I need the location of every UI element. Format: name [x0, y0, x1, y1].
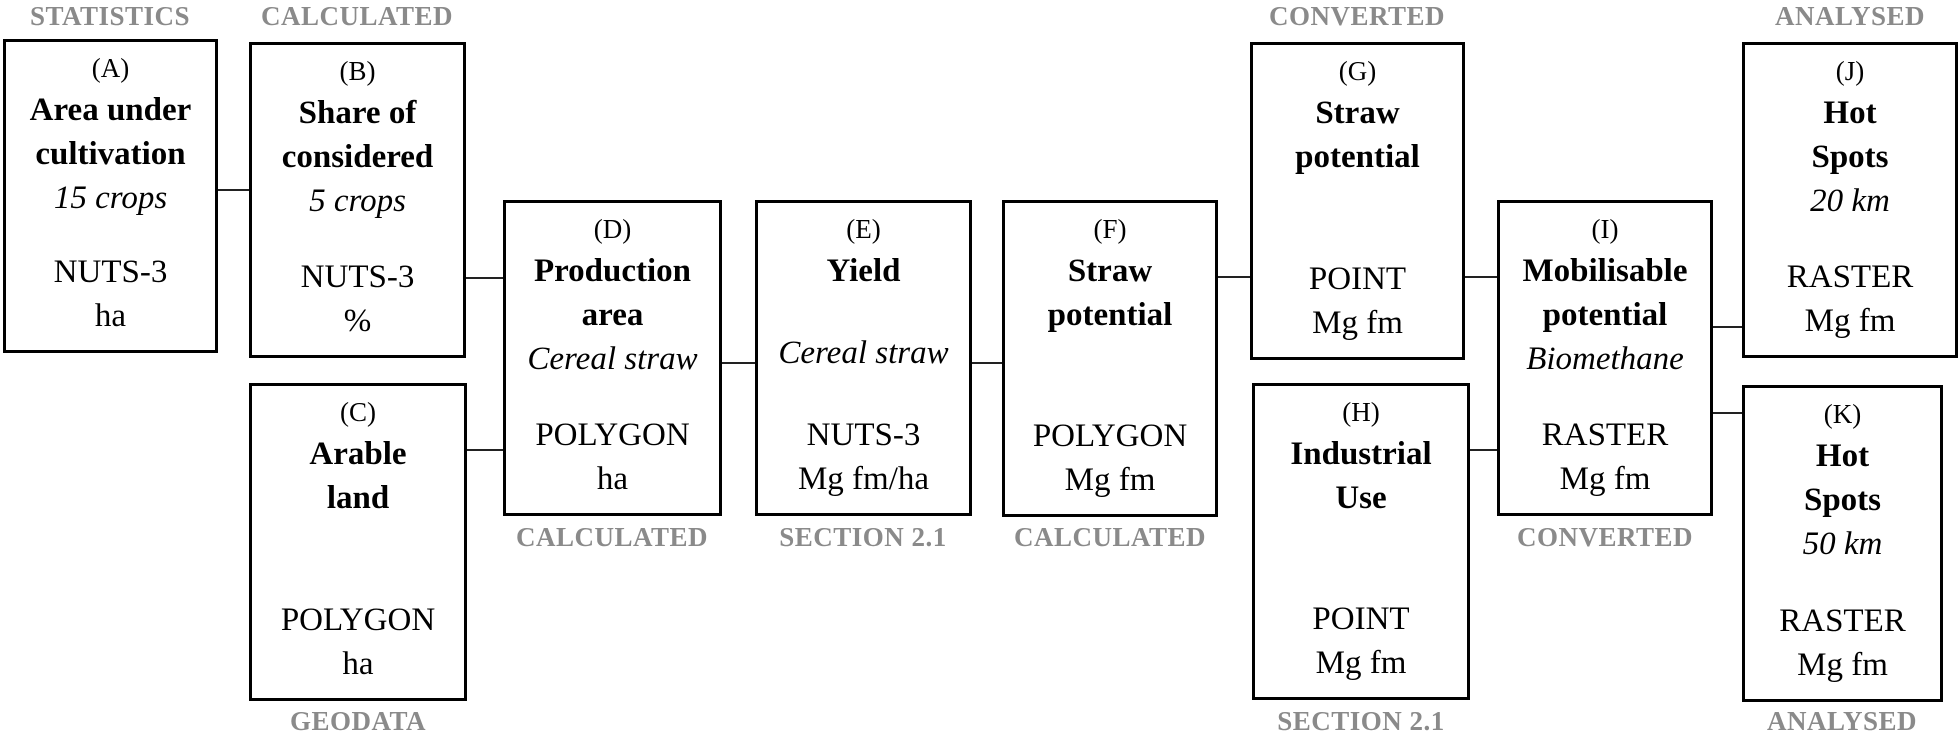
stage-label-statistics: STATISTICS — [29, 1, 191, 31]
node-c-unit: ha — [342, 646, 374, 682]
stage-label-calculated-f: CALCULATED — [1013, 522, 1207, 552]
node-b-unit: % — [343, 303, 372, 339]
node-d-unit: ha — [596, 461, 629, 497]
node-j-hot-spots-20km: (J) Hot Spots 20 km RASTER Mg fm — [1742, 42, 1958, 358]
connector-d-e — [722, 362, 755, 364]
node-a-unit: ha — [94, 298, 127, 334]
node-j-unit: Mg fm — [1804, 303, 1896, 339]
node-j-format: RASTER — [1786, 259, 1914, 295]
node-b-format: NUTS-3 — [300, 259, 415, 295]
connector-b-d — [466, 277, 503, 279]
node-i-mobilisable-potential: (I) Mobilisable potential Biomethane RAS… — [1497, 200, 1713, 516]
stage-label-analysed-k: ANALYSED — [1766, 706, 1918, 736]
stage-label-calculated-top: CALCULATED — [260, 1, 454, 31]
node-h-industrial-use: (H) Industrial Use POINT Mg fm — [1252, 383, 1470, 700]
node-a-area-under-cultivation: (A) Area under cultivation 15 crops NUTS… — [3, 39, 218, 353]
node-i-tag: (I) — [1591, 214, 1619, 244]
stage-label-section21-h: SECTION 2.1 — [1277, 706, 1445, 736]
stage-label-section21-e: SECTION 2.1 — [779, 522, 947, 552]
node-f-tag: (F) — [1093, 214, 1127, 244]
stage-label-calculated-d: CALCULATED — [515, 522, 709, 552]
node-c-arable-land: (C) Arable land POLYGON ha — [249, 383, 467, 701]
node-k-tag: (K) — [1823, 399, 1862, 429]
node-k-unit: Mg fm — [1797, 647, 1888, 683]
node-e-subtitle: Cereal straw — [778, 335, 949, 371]
node-b-tag: (B) — [339, 56, 376, 86]
node-d-tag: (D) — [593, 214, 632, 244]
node-h-unit: Mg fm — [1315, 645, 1407, 681]
node-j-tag: (J) — [1835, 56, 1865, 86]
node-d-production-area: (D) Production area Cereal straw POLYGON… — [503, 200, 722, 516]
node-h-format: POINT — [1312, 601, 1410, 637]
connector-c-d — [467, 449, 503, 451]
stage-label-analysed-top: ANALYSED — [1774, 1, 1926, 31]
node-a-format: NUTS-3 — [53, 254, 168, 290]
node-e-tag: (E) — [846, 214, 881, 244]
node-a-tag: (A) — [91, 53, 130, 83]
node-i-format: RASTER — [1541, 417, 1669, 453]
node-e-unit: Mg fm/ha — [797, 461, 930, 497]
node-c-title: Arable land — [309, 436, 407, 516]
node-i-title: Mobilisable potential — [1522, 253, 1688, 333]
stage-label-converted-i: CONVERTED — [1516, 522, 1694, 552]
node-e-format: NUTS-3 — [806, 417, 921, 453]
node-c-format: POLYGON — [280, 602, 436, 638]
node-g-tag: (G) — [1338, 56, 1377, 86]
node-f-straw-potential: (F) Straw potential POLYGON Mg fm — [1002, 200, 1218, 517]
node-g-title: Straw potential — [1295, 95, 1420, 175]
node-a-subtitle: 15 crops — [53, 180, 168, 216]
node-h-tag: (H) — [1342, 397, 1380, 427]
node-b-share-of-considered: (B) Share of considered 5 crops NUTS-3 % — [249, 42, 466, 358]
node-k-subtitle: 50 km — [1802, 526, 1883, 562]
node-b-subtitle: 5 crops — [309, 183, 406, 219]
connector-i-k — [1713, 412, 1742, 414]
node-d-subtitle: Cereal straw — [527, 341, 698, 377]
node-k-title: Hot Spots — [1803, 438, 1882, 518]
node-f-format: POLYGON — [1032, 418, 1188, 454]
connector-g-i — [1465, 276, 1497, 278]
node-f-title: Straw potential — [1047, 253, 1173, 333]
stage-label-converted-top: CONVERTED — [1268, 1, 1446, 31]
node-k-hot-spots-50km: (K) Hot Spots 50 km RASTER Mg fm — [1742, 385, 1943, 702]
node-d-title: Production area — [533, 253, 692, 333]
node-d-format: POLYGON — [535, 417, 690, 453]
node-e-title: Yield — [826, 253, 901, 289]
node-j-subtitle: 20 km — [1810, 183, 1890, 219]
node-k-format: RASTER — [1779, 603, 1906, 639]
node-i-subtitle: Biomethane — [1526, 341, 1684, 377]
connector-i-j — [1713, 326, 1742, 328]
node-g-format: POINT — [1308, 261, 1407, 297]
node-b-title: Share of considered — [281, 95, 434, 175]
node-c-tag: (C) — [340, 397, 376, 427]
stage-label-geodata: GEODATA — [289, 706, 426, 736]
node-i-unit: Mg fm — [1559, 461, 1651, 497]
connector-f-g — [1218, 276, 1250, 278]
node-a-title: Area under cultivation — [29, 92, 192, 172]
node-g-unit: Mg fm — [1312, 305, 1403, 341]
node-h-title: Industrial Use — [1290, 436, 1432, 516]
connector-h-i — [1470, 449, 1497, 451]
connector-e-f — [972, 362, 1002, 364]
node-e-yield: (E) Yield Cereal straw NUTS-3 Mg fm/ha — [755, 200, 972, 516]
node-j-title: Hot Spots — [1811, 95, 1889, 175]
node-g-straw-potential-point: (G) Straw potential POINT Mg fm — [1250, 42, 1465, 360]
connector-a-b — [218, 189, 249, 191]
node-f-unit: Mg fm — [1064, 462, 1156, 498]
